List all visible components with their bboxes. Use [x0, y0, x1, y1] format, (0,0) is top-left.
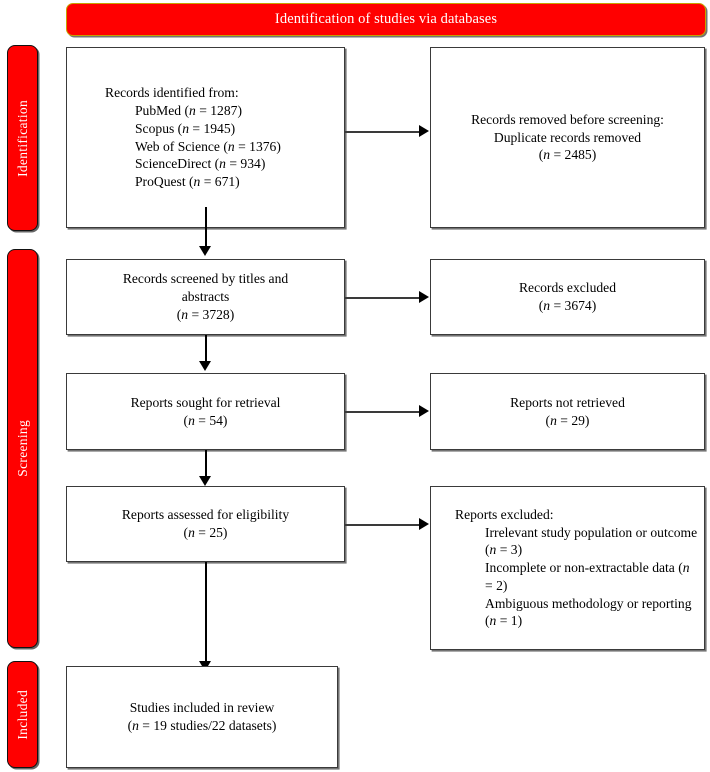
arrowhead-screened-to-excluded — [419, 291, 429, 303]
reports-sought-line1: Reports sought for retrieval — [130, 394, 281, 410]
records-excluded-line1: Records excluded — [518, 280, 616, 296]
node-reports-assessed: Reports assessed for eligibility (n = 25… — [66, 486, 345, 562]
phase-label-screening: Screening — [14, 420, 30, 477]
connector-screened-to-sought — [205, 335, 207, 363]
node-records-identified: Records identified from: PubMed (n = 128… — [66, 47, 345, 228]
connector-sought-to-not-retrieved — [345, 411, 420, 413]
node-reports-excluded: Reports excluded: Irrelevant study popul… — [430, 486, 705, 650]
node-records-removed: Records removed before screening: Duplic… — [430, 47, 705, 228]
reports-excluded-lead: Reports excluded: — [455, 507, 554, 523]
records-identified-lead: Records identified from: — [105, 85, 239, 101]
arrowhead-sought-to-not-retrieved — [419, 405, 429, 417]
phase-label-included: Included — [14, 689, 30, 740]
node-records-screened: Records screened by titles and abstracts… — [66, 259, 345, 335]
records-removed-line3: (n = 2485) — [538, 147, 597, 163]
records-screened-line2: abstracts — [181, 289, 230, 305]
reports-sought-line2: (n = 54) — [183, 412, 228, 428]
identification-banner-label: Identification of studies via databases — [274, 11, 498, 27]
reports-excluded-item-ambiguous-methodology: Ambiguous methodology or reporting (n = … — [485, 595, 692, 629]
records-excluded-line2: (n = 3674) — [538, 298, 597, 313]
reports-assessed-line2: (n = 25) — [183, 525, 228, 540]
reports-not-retrieved-line2: (n = 29) — [545, 412, 590, 428]
records-screened-line3: (n = 3728) — [176, 306, 235, 322]
identification-banner: Identification of studies via databases — [66, 3, 706, 36]
phase-rail-screening: Screening — [7, 249, 38, 648]
arrowhead-identified-to-removed — [419, 125, 429, 137]
records-identified-item-proquest: ProQuest (n = 671) — [135, 173, 240, 189]
connector-assessed-to-excluded — [345, 524, 420, 526]
records-removed-line1: Records removed before screening: — [471, 111, 664, 127]
records-removed-line2: Duplicate records removed — [493, 129, 642, 145]
arrowhead-sought-to-assessed — [199, 476, 211, 486]
records-identified-item-web-of-science: Web of Science (n = 1376) — [135, 138, 281, 154]
connector-identified-to-removed — [345, 131, 420, 133]
node-records-excluded: Records excluded (n = 3674) — [430, 259, 705, 335]
node-reports-not-retrieved: Reports not retrieved (n = 29) — [430, 373, 705, 450]
records-identified-item-pubmed: PubMed (n = 1287) — [135, 103, 242, 119]
reports-excluded-item-irrelevant-population: Irrelevant study population or outcome (… — [485, 524, 698, 558]
connector-sought-to-assessed — [205, 450, 207, 480]
arrowhead-assessed-to-excluded — [419, 518, 429, 530]
reports-excluded-item-incomplete-data: Incomplete or non-extractable data (n = … — [485, 560, 690, 593]
records-identified-item-scopus: Scopus (n = 1945) — [135, 120, 236, 136]
arrowhead-identified-to-screened — [199, 246, 211, 256]
phase-label-identification: Identification — [14, 99, 30, 177]
connector-identified-to-screened — [205, 207, 207, 249]
phase-rail-identification: Identification — [7, 45, 38, 231]
node-reports-sought: Reports sought for retrieval (n = 54) — [66, 373, 345, 450]
records-screened-line1: Records screened by titles and — [122, 271, 289, 287]
records-identified-item-sciencedirect: ScienceDirect (n = 934) — [135, 156, 266, 172]
studies-included-line1: Studies included in review — [129, 700, 275, 716]
arrowhead-screened-to-sought — [199, 361, 211, 371]
node-studies-included: Studies included in review (n = 19 studi… — [66, 666, 338, 768]
reports-assessed-line1: Reports assessed for eligibility — [121, 507, 290, 523]
phase-rail-included: Included — [7, 661, 38, 768]
connector-assessed-to-included — [205, 562, 207, 668]
connector-screened-to-excluded — [345, 297, 420, 299]
studies-included-line2: (n = 19 studies/22 datasets) — [127, 718, 277, 733]
reports-not-retrieved-line1: Reports not retrieved — [510, 394, 625, 410]
